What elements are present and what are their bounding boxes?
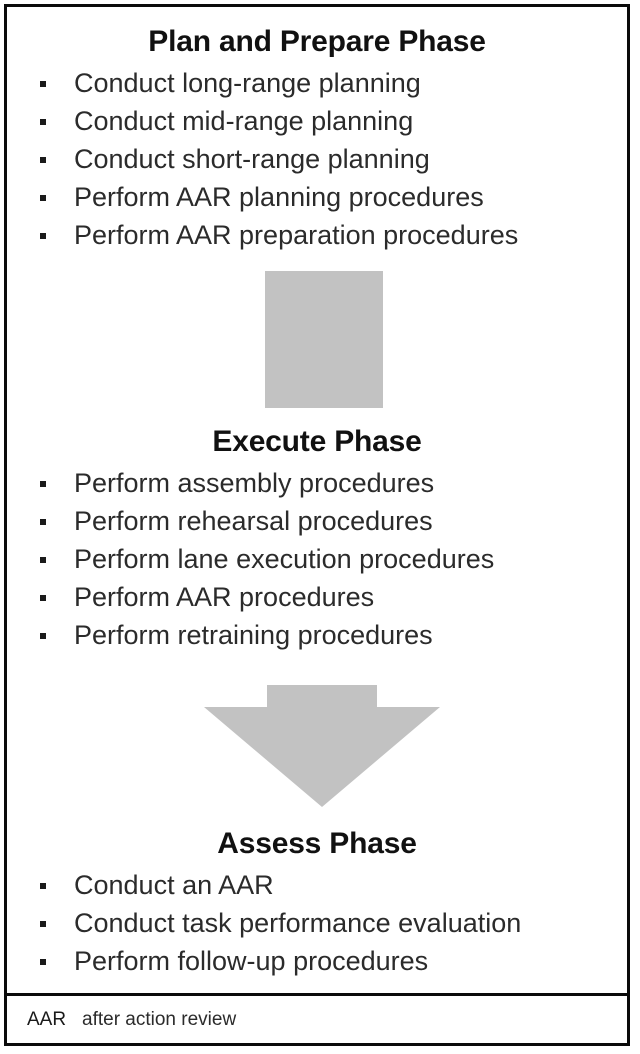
- list-item: Perform retraining procedures: [7, 616, 627, 654]
- phase-task-list-assess: Conduct an AAR Conduct task performance …: [7, 866, 627, 980]
- list-item-label: Conduct mid-range planning: [74, 106, 414, 136]
- phase-block-plan-and-prepare: Plan and Prepare Phase Conduct long-rang…: [7, 25, 627, 254]
- flow-connector-execute-to-assess-icon: [204, 685, 440, 807]
- bullet-icon: [40, 233, 46, 239]
- bullet-icon: [40, 921, 46, 927]
- bullet-icon: [40, 119, 46, 125]
- list-item: Perform AAR procedures: [7, 578, 627, 616]
- phase-task-list-plan-and-prepare: Conduct long-range planning Conduct mid-…: [7, 64, 627, 254]
- list-item: Perform follow-up procedures: [7, 942, 627, 980]
- phase-block-assess: Assess Phase Conduct an AAR Conduct task…: [7, 827, 627, 980]
- list-item-label: Perform rehearsal procedures: [74, 506, 433, 536]
- list-item: Conduct task performance evaluation: [7, 904, 627, 942]
- list-item: Perform assembly procedures: [7, 464, 627, 502]
- list-item: Conduct an AAR: [7, 866, 627, 904]
- bullet-icon: [40, 481, 46, 487]
- list-item-label: Conduct short-range planning: [74, 144, 430, 174]
- bullet-icon: [40, 157, 46, 163]
- phase-title-plan-and-prepare: Plan and Prepare Phase: [148, 25, 486, 58]
- list-item-label: Perform retraining procedures: [74, 620, 433, 650]
- bullet-icon: [40, 557, 46, 563]
- bullet-icon: [40, 883, 46, 889]
- list-item-label: Perform AAR planning procedures: [74, 182, 484, 212]
- list-item-label: Perform lane execution procedures: [74, 544, 495, 574]
- abbreviation-legend: AAR after action review: [7, 996, 627, 1043]
- legend-divider: [7, 993, 627, 996]
- list-item-label: Perform AAR preparation procedures: [74, 220, 519, 250]
- phase-title-assess: Assess Phase: [217, 827, 417, 860]
- figure-body: Plan and Prepare Phase Conduct long-rang…: [7, 7, 627, 993]
- list-item: Perform rehearsal procedures: [7, 502, 627, 540]
- list-item: Perform AAR planning procedures: [7, 178, 627, 216]
- list-item-label: Conduct task performance evaluation: [74, 908, 522, 938]
- process-flow-figure: Plan and Prepare Phase Conduct long-rang…: [4, 4, 630, 1046]
- list-item: Conduct short-range planning: [7, 140, 627, 178]
- list-item-label: Perform assembly procedures: [74, 468, 435, 498]
- list-item: Perform AAR preparation procedures: [7, 216, 627, 254]
- phase-block-execute: Execute Phase Perform assembly procedure…: [7, 425, 627, 654]
- list-item: Perform lane execution procedures: [7, 540, 627, 578]
- bullet-icon: [40, 81, 46, 87]
- phase-title-execute: Execute Phase: [212, 425, 422, 458]
- bullet-icon: [40, 633, 46, 639]
- list-item-label: Perform follow-up procedures: [74, 946, 429, 976]
- list-item-label: Conduct an AAR: [74, 870, 274, 900]
- legend-definition: after action review: [82, 1008, 237, 1030]
- flow-connector-plan-to-execute-icon: [265, 271, 383, 408]
- bullet-icon: [40, 519, 46, 525]
- list-item: Conduct long-range planning: [7, 64, 627, 102]
- list-item: Conduct mid-range planning: [7, 102, 627, 140]
- bullet-icon: [40, 595, 46, 601]
- list-item-label: Perform AAR procedures: [74, 582, 375, 612]
- legend-abbreviation: AAR: [27, 1008, 67, 1030]
- bullet-icon: [40, 195, 46, 201]
- list-item-label: Conduct long-range planning: [74, 68, 421, 98]
- phase-task-list-execute: Perform assembly procedures Perform rehe…: [7, 464, 627, 654]
- bullet-icon: [40, 959, 46, 965]
